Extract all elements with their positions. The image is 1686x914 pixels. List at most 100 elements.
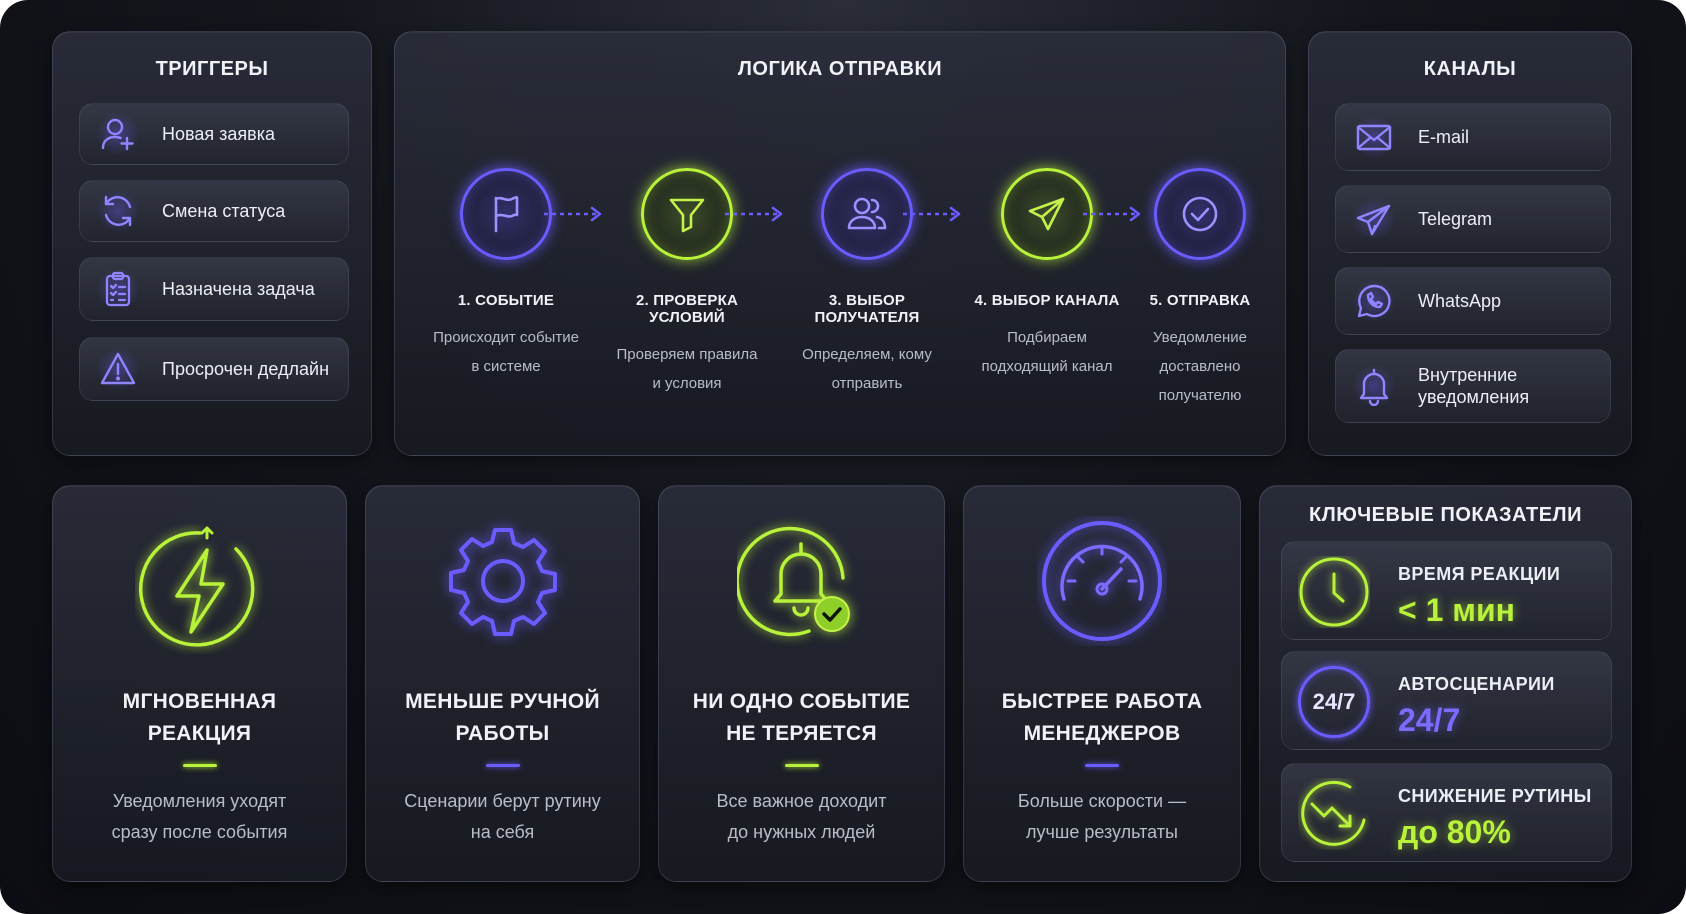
benefit-desc-line: сразу после события <box>111 822 288 842</box>
channel-label: E-mail <box>1418 126 1470 147</box>
kpi-reaction-time: ВРЕМЯ РЕАКЦИИ < 1 мин <box>1281 541 1612 640</box>
benefit-title-line: МГНОВЕННАЯ <box>122 690 277 713</box>
step-desc-line: Уведомление <box>1152 329 1247 346</box>
trigger-item-new-request[interactable]: Новая заявка <box>79 103 349 165</box>
accent-divider <box>182 764 217 767</box>
clipboard-checklist-icon <box>96 267 140 311</box>
flow-panel: ЛОГИКА ОТПРАВКИ 1. СОБЫТИЕ Происходит со… <box>394 31 1286 456</box>
benefit-title-line: МЕНЕДЖЕРОВ <box>1023 722 1181 745</box>
channels-title: КАНАЛЫ <box>1423 58 1517 80</box>
flow-step-check-conditions: 2. ПРОВЕРКА УСЛОВИЙ Проверяем правила и … <box>597 168 777 398</box>
step-title: 1. СОБЫТИЕ <box>457 292 555 309</box>
flag-icon <box>494 196 519 233</box>
send-icon <box>1028 197 1065 231</box>
24-7-icon-text: 24/7 <box>1312 689 1356 714</box>
trigger-item-status-change[interactable]: Смена статуса <box>79 180 349 242</box>
benefit-title-line: РАБОТЫ <box>455 722 550 745</box>
user-plus-icon <box>96 112 140 156</box>
benefit-title-line: БЫСТРЕЕ РАБОТА <box>1001 690 1203 713</box>
trend-down-icon <box>1301 780 1366 846</box>
filter-icon <box>669 198 705 233</box>
benefit-desc-line: Сценарии берут рутину <box>404 791 601 811</box>
benefit-title-line: МЕНЬШЕ РУЧНОЙ <box>405 690 600 713</box>
channel-item-whatsapp[interactable]: WhatsApp <box>1335 267 1611 335</box>
check-circle-icon <box>1182 196 1218 232</box>
channel-item-internal-notifications[interactable]: Внутренние уведомления <box>1335 349 1611 423</box>
benefit-desc-line: лучше результаты <box>1026 822 1178 842</box>
channel-label-line: Внутренние <box>1418 364 1518 385</box>
step-desc-line: получателю <box>1158 387 1242 404</box>
flow-arrow <box>544 206 602 222</box>
step-circle <box>641 168 733 260</box>
step-description: Происходит событие в системе <box>416 323 596 381</box>
benefit-description: Больше скорости — лучше результаты <box>974 786 1230 848</box>
benefit-card-faster-managers: БЫСТРЕЕ РАБОТА МЕНЕДЖЕРОВ Больше скорост… <box>963 485 1241 882</box>
refresh-icon <box>96 189 140 233</box>
kpi-title: КЛЮЧЕВЫЕ ПОКАЗАТЕЛИ <box>1309 504 1582 526</box>
flow-step-choose-recipient: 3. ВЫБОР ПОЛУЧАТЕЛЯ Определяем, кому отп… <box>777 168 957 398</box>
gear-icon <box>448 528 557 636</box>
channel-item-telegram[interactable]: Telegram <box>1335 185 1611 253</box>
step-desc-line: Определяем, кому <box>802 346 932 363</box>
benefit-card-no-event-lost: НИ ОДНО СОБЫТИЕ НЕ ТЕРЯЕТСЯ Все важное д… <box>658 485 945 882</box>
benefit-title-line: НЕ ТЕРЯЕТСЯ <box>726 722 877 745</box>
benefit-title: БЫСТРЕЕ РАБОТА МЕНЕДЖЕРОВ <box>974 686 1230 750</box>
channel-label: WhatsApp <box>1418 290 1502 311</box>
channel-item-email[interactable]: E-mail <box>1335 103 1611 171</box>
trigger-label: Новая заявка <box>162 123 275 144</box>
benefit-title: МЕНЬШЕ РУЧНОЙ РАБОТЫ <box>376 686 629 750</box>
step-circle <box>460 168 552 260</box>
lightning-icon <box>138 526 254 647</box>
step-desc-line: в системе <box>471 358 541 375</box>
benefit-desc-line: на себя <box>470 822 535 842</box>
accent-divider <box>1085 764 1119 767</box>
benefit-description: Все важное доходит до нужных людей <box>669 786 934 848</box>
step-title: 5. ОТПРАВКА <box>1149 292 1251 309</box>
trigger-label: Смена статуса <box>162 200 286 221</box>
step-circle <box>1154 168 1246 260</box>
channel-label: Telegram <box>1418 208 1493 229</box>
benefit-desc-line: Больше скорости — <box>1017 791 1187 811</box>
flow-title: ЛОГИКА ОТПРАВКИ <box>737 58 943 80</box>
step-title: 2. ПРОВЕРКА УСЛОВИЙ <box>636 292 738 326</box>
kpi-label: ВРЕМЯ РЕАКЦИИ <box>1398 564 1561 584</box>
step-description: Проверяем правила и условия <box>597 340 777 398</box>
step-title: 4. ВЫБОР КАНАЛА <box>974 292 1120 309</box>
step-desc-line: подходящий канал <box>981 358 1113 375</box>
step-description: Уведомление доставлено получателю <box>1110 323 1290 410</box>
kpi-value: 24/7 <box>1398 702 1461 738</box>
kpi-value: до 80% <box>1398 814 1511 850</box>
kpi-auto-scenarios: 24/7 АВТОСЦЕНАРИИ 24/7 <box>1281 651 1612 750</box>
step-description: Подбираем подходящий канал <box>957 323 1137 381</box>
telegram-icon <box>1352 197 1396 241</box>
whatsapp-icon <box>1352 279 1396 323</box>
step-desc-line: Проверяем правила <box>616 346 758 363</box>
benefit-title-line: НИ ОДНО СОБЫТИЕ <box>692 690 911 713</box>
step-circle <box>821 168 913 260</box>
benefit-title: НИ ОДНО СОБЫТИЕ НЕ ТЕРЯЕТСЯ <box>669 686 934 750</box>
kpi-routine-reduction: СНИЖЕНИЕ РУТИНЫ до 80% <box>1281 763 1612 862</box>
bell-check-icon <box>736 526 850 637</box>
benefit-desc-line: Уведомления уходят <box>112 791 287 811</box>
accent-divider <box>784 764 819 767</box>
step-desc-line: отправить <box>831 375 903 392</box>
step-desc-line: и условия <box>652 375 722 392</box>
step-circle <box>1001 168 1093 260</box>
benefit-description: Уведомления уходят сразу после события <box>63 786 336 848</box>
warning-icon <box>96 347 140 391</box>
kpi-panel: КЛЮЧЕВЫЕ ПОКАЗАТЕЛИ ВРЕМЯ РЕАКЦИИ < 1 ми… <box>1259 485 1632 882</box>
trigger-item-task-assigned[interactable]: Назначена задача <box>79 257 349 321</box>
benefit-card-less-manual-work: МЕНЬШЕ РУЧНОЙ РАБОТЫ Сценарии берут рути… <box>365 485 640 882</box>
step-desc-line: Подбираем <box>1007 329 1087 346</box>
mail-icon <box>1352 115 1396 159</box>
benefit-title-line: РЕАКЦИЯ <box>147 722 252 745</box>
triggers-panel: ТРИГГЕРЫ Новая заявка Смена ст <box>52 31 372 456</box>
flow-arrow <box>1083 206 1141 222</box>
benefit-card-instant-reaction: МГНОВЕННАЯ РЕАКЦИЯ Уведомления уходят ср… <box>52 485 347 882</box>
channel-label: Внутренние уведомления <box>1418 364 1529 409</box>
channel-label-line: уведомления <box>1418 387 1530 407</box>
trigger-item-deadline-overdue[interactable]: Просрочен дедлайн <box>79 337 349 401</box>
users-icon <box>847 197 887 230</box>
kpi-label: АВТОСЦЕНАРИИ <box>1398 674 1555 694</box>
